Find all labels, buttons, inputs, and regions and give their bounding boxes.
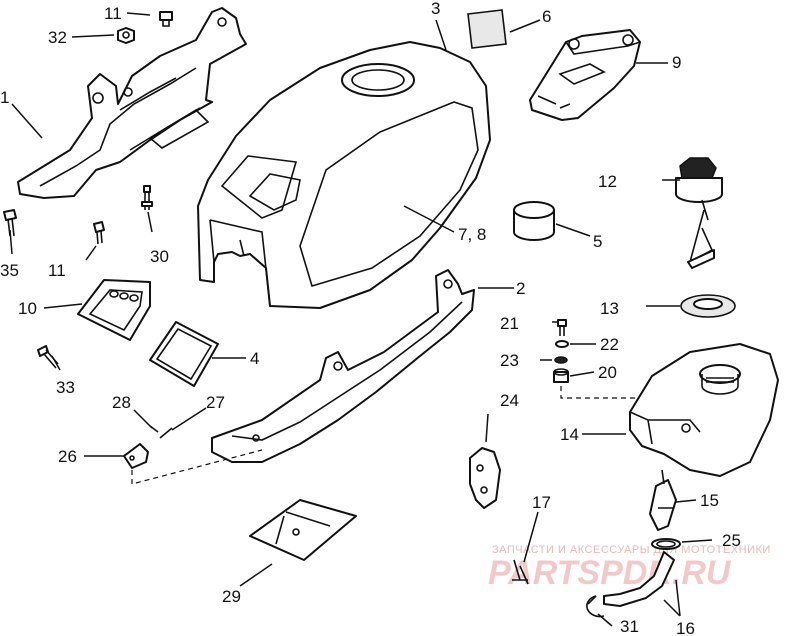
part-17-fitting (512, 559, 529, 585)
callout-3: 3 (431, 0, 440, 18)
callout-27: 27 (206, 393, 225, 412)
callout-13: 13 (600, 299, 619, 318)
part-9-bracket (529, 29, 641, 121)
assembly-line-26-2 (131, 449, 263, 485)
part-6-plate (467, 9, 507, 49)
part-23-washer (554, 356, 568, 364)
part-5-cylinder (513, 201, 555, 241)
callout-33: 33 (56, 378, 75, 397)
part-26-clip (123, 443, 149, 469)
part-11-screw-lower (93, 221, 105, 245)
watermark: ЗАПЧАСТИ И АКСЕССУАРЫ ДЛЯ МОТОТЕХНИКИ PA… (488, 544, 771, 592)
part-30-screw (141, 185, 153, 210)
part-2-lower-cover-right (211, 269, 475, 463)
callout-5: 5 (593, 232, 602, 251)
callout-17: 17 (532, 493, 551, 512)
callout-28: 28 (112, 393, 131, 412)
callout-23: 23 (500, 351, 519, 370)
part-4-gasket (149, 321, 219, 387)
callout-21: 21 (500, 314, 519, 333)
part-29-pad (249, 499, 357, 561)
callout-1: 1 (0, 88, 9, 107)
callout-10: 10 (18, 299, 37, 318)
callout-12: 12 (598, 172, 617, 191)
part-33-screw (37, 345, 59, 369)
callout-29: 29 (222, 587, 241, 606)
callout-32: 32 (48, 28, 67, 47)
callout-4: 4 (250, 349, 259, 368)
callout-14: 14 (560, 425, 579, 444)
part-31-clamp (586, 595, 605, 618)
callout-11-lower: 11 (48, 261, 66, 280)
part-15-fuel-connector (649, 469, 677, 531)
part-12-fuel-cap (675, 157, 723, 269)
part-24-clip (469, 447, 501, 509)
watermark-subtitle: ЗАПЧАСТИ И АКСЕССУАРЫ ДЛЯ МОТОТЕХНИКИ (492, 544, 771, 556)
part-1-lower-cover-left (17, 7, 247, 199)
part-14-fuel-tank (629, 343, 779, 477)
part-16-fuel-hose (603, 551, 675, 607)
part-13-ring (680, 294, 736, 318)
callout-11-top: 11 (104, 4, 122, 23)
part-10-vent-housing (77, 279, 151, 341)
leader-lines (9, 12, 713, 627)
part-7-8-engine-cover (197, 41, 491, 309)
part-21-screw (557, 319, 567, 336)
assembly-line-20-14 (560, 386, 685, 412)
part-22-washer (555, 340, 569, 348)
callout-9: 9 (672, 53, 681, 72)
callout-25: 25 (722, 531, 741, 550)
callout-30: 30 (150, 247, 169, 266)
callout-20: 20 (598, 363, 617, 382)
callout-6: 6 (542, 7, 551, 26)
callout-26: 26 (58, 447, 77, 466)
callout-16: 16 (676, 619, 695, 636)
callout-24: 24 (500, 391, 519, 410)
part-11-screw-top (159, 11, 173, 27)
part-25-clamp (651, 538, 681, 550)
part-35-bolt (3, 209, 17, 237)
callout-labels: 1 11 32 3 6 9 12 7, 8 5 2 13 35 11 30 10… (0, 0, 741, 636)
callout-7-8: 7, 8 (458, 225, 486, 244)
part-27-pin (159, 427, 173, 439)
part-32-nut (117, 27, 135, 44)
callout-31: 31 (620, 617, 639, 636)
callout-15: 15 (700, 491, 719, 510)
callout-2: 2 (516, 279, 525, 298)
callout-35: 35 (0, 261, 19, 280)
part-20-grommet (553, 368, 569, 383)
watermark-logo-text: PARTSPDR.RU (488, 554, 732, 592)
callout-22: 22 (600, 335, 619, 354)
